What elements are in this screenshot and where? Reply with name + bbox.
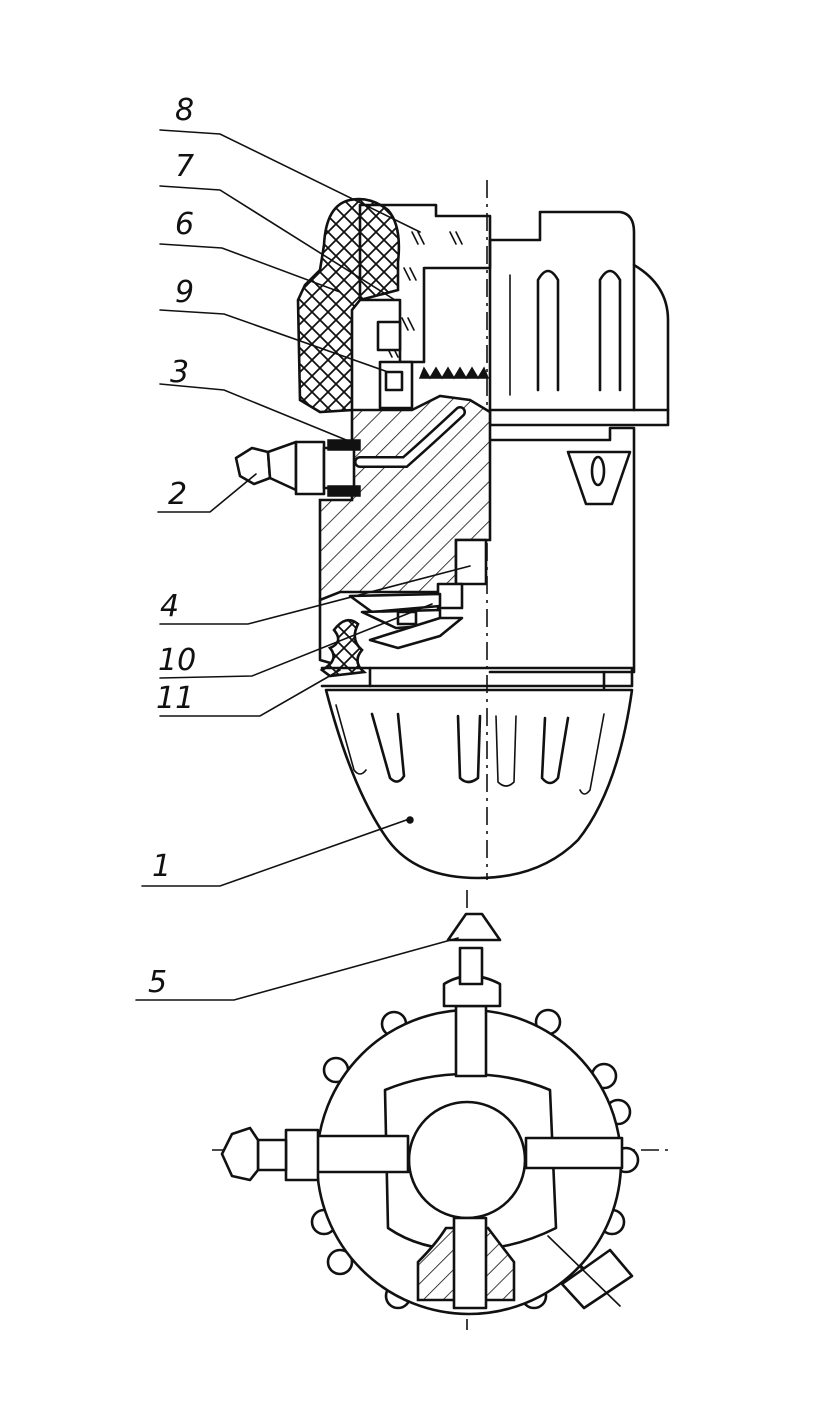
label-3: 3: [170, 355, 189, 390]
plunger-block: [376, 320, 402, 352]
arm-left: [314, 1134, 410, 1174]
housing-right: [488, 210, 670, 427]
label-9: 9: [175, 275, 194, 310]
cylinder-body: [488, 426, 636, 674]
spring: [418, 366, 490, 380]
cap-marks: [385, 231, 463, 358]
dome-rib: [370, 712, 406, 783]
label-7: 7: [175, 149, 194, 184]
cap-knob-section: [296, 197, 401, 414]
housing-rib: [598, 269, 622, 392]
bottom-view: [212, 890, 668, 1330]
arm-top: [454, 1004, 488, 1078]
housing-rib: [536, 269, 560, 392]
label-2: 2: [168, 477, 187, 512]
packing-ring: [319, 618, 368, 678]
dome-rib: [456, 714, 482, 784]
label-8: 8: [175, 93, 194, 128]
label-5: 5: [148, 965, 167, 1000]
part-labels: 8 7 6 9 3 2 4 10 11 1 5: [148, 93, 196, 1000]
grease-nipple: [234, 439, 361, 497]
label-4: 4: [160, 589, 179, 624]
oil-channel-inner: [356, 408, 464, 466]
label-6: 6: [175, 207, 194, 242]
nipple-5: [446, 912, 502, 942]
label-10: 10: [158, 643, 196, 678]
hub-bore: [407, 1100, 527, 1220]
cylinder-nut: [566, 450, 632, 506]
leader-lines: [135, 129, 471, 1001]
lower-seal: [319, 538, 488, 678]
label-11: 11: [156, 681, 194, 716]
label-1: 1: [152, 849, 171, 884]
nipple-left: [220, 1126, 260, 1182]
angled-fitting: [560, 1248, 634, 1310]
dome-rib: [540, 716, 570, 785]
cap-block: [358, 203, 492, 364]
upper-assembly: [234, 180, 670, 880]
flange-plate: [320, 666, 634, 688]
dome-cap: [324, 688, 634, 880]
